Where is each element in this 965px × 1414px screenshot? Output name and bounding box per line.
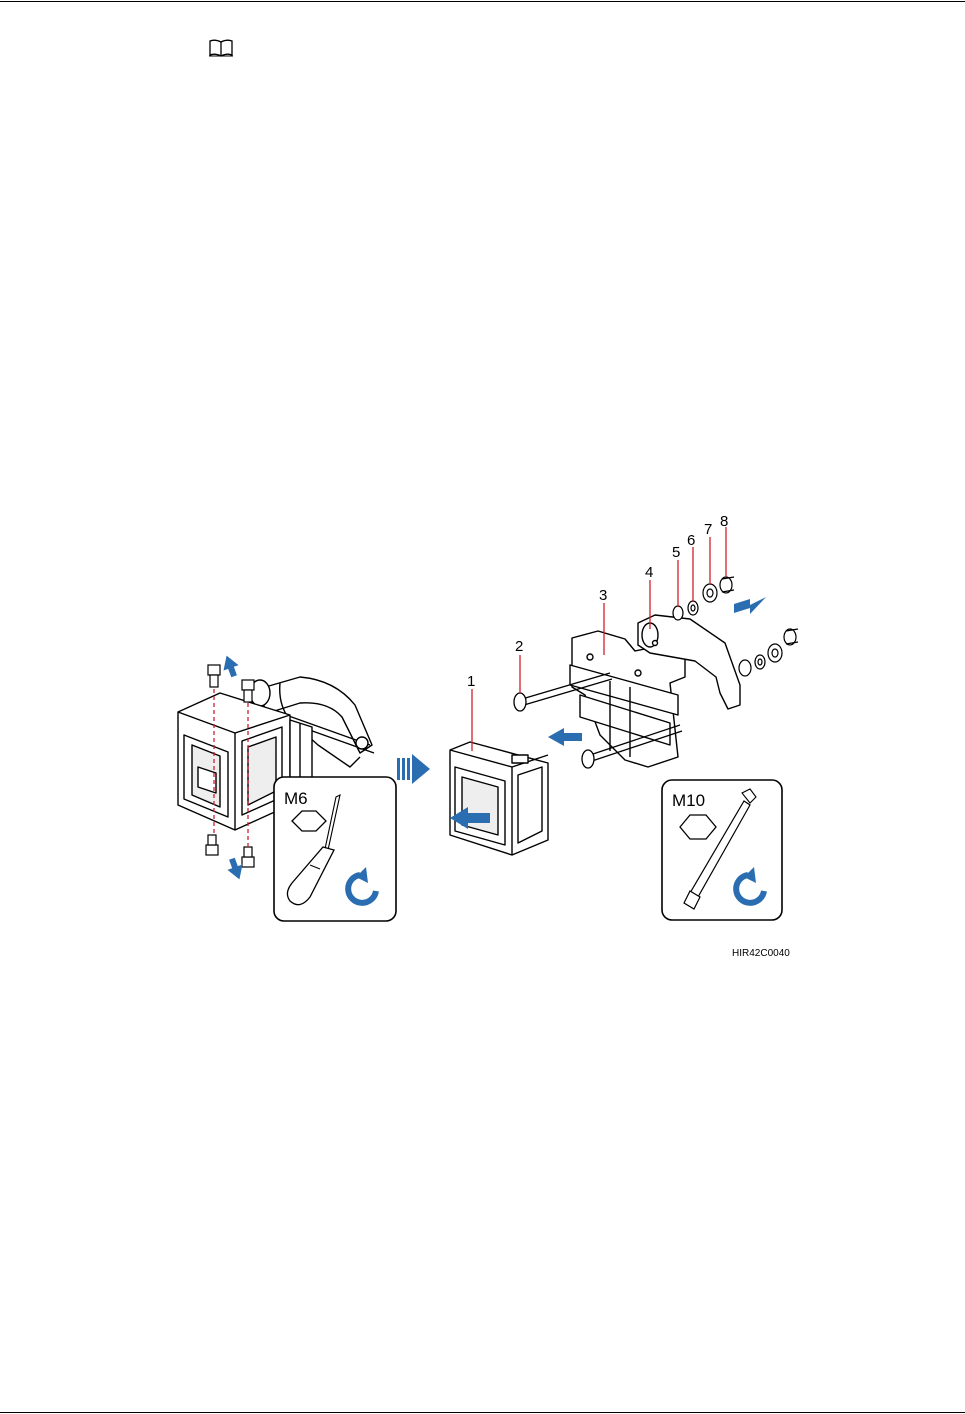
callout-4: 4 xyxy=(645,564,653,581)
washer-stack-top xyxy=(673,577,734,620)
part-2-arrow xyxy=(548,728,582,746)
callout-2: 2 xyxy=(515,638,523,655)
callout-8: 8 xyxy=(720,513,728,530)
washer-stack-bottom xyxy=(739,629,798,676)
note-book-icon xyxy=(208,38,234,58)
footer-rule xyxy=(0,1412,965,1413)
callout-7: 7 xyxy=(704,521,712,538)
tool-right-label: M10 xyxy=(672,791,705,810)
callout-1: 1 xyxy=(467,673,475,690)
installation-figure: M6 xyxy=(150,505,810,965)
figure-drawing: M6 xyxy=(150,505,810,965)
transition-arrow xyxy=(397,754,430,784)
washer-arrow xyxy=(734,597,766,614)
tool-left-label: M6 xyxy=(284,789,308,808)
callout-5: 5 xyxy=(672,544,680,561)
part-1-box xyxy=(450,742,548,855)
figure-id: HIR42C0040 xyxy=(732,948,790,959)
callout-6: 6 xyxy=(687,532,695,549)
header-rule xyxy=(0,1,965,2)
callout-3: 3 xyxy=(599,587,607,604)
